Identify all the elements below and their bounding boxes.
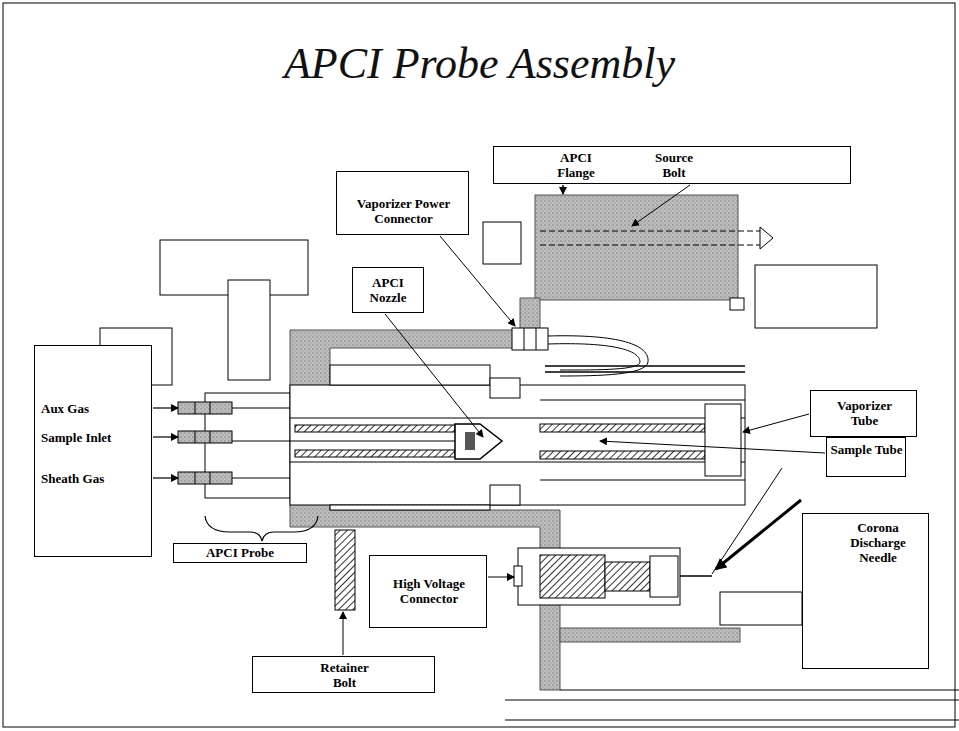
illustration-part	[730, 298, 744, 310]
illustration-part	[680, 575, 712, 577]
illustration-part	[560, 690, 959, 691]
illustration-part	[210, 402, 211, 414]
part-label: Vaporizer Power Connector	[341, 196, 466, 226]
illustration-part	[153, 436, 178, 437]
illustration-part	[540, 424, 705, 432]
part-label: Sample Inlet	[41, 430, 149, 445]
illustration-part	[153, 407, 178, 408]
illustration-part	[205, 516, 318, 541]
part-label: APCI Nozzle	[355, 275, 421, 305]
connector-label-box: Vaporizer Power Connector	[336, 171, 469, 235]
illustration-part	[560, 628, 740, 642]
illustration-part	[490, 378, 520, 398]
illustration-part	[178, 402, 232, 414]
illustration-part	[535, 195, 738, 300]
illustration-part	[488, 577, 514, 578]
illustration-part	[295, 425, 455, 432]
illustration-part	[705, 404, 741, 476]
illustration-part	[335, 530, 355, 610]
illustration-part	[548, 336, 648, 376]
illustration-part	[518, 548, 680, 605]
retainer-bolt-label-box: Retainer Bolt	[252, 656, 435, 693]
hv-connector-label-box: High Voltage Connector	[369, 555, 487, 628]
vaporizer-tube-label-box: Vaporizer Tube	[810, 390, 917, 437]
illustration-part	[536, 328, 537, 350]
part-label: Aux Gas	[41, 401, 149, 416]
illustration-part	[343, 612, 344, 655]
part-label: Corona Discharge Needle	[833, 520, 923, 565]
flange-label-box: APCI Flange Source Bolt	[493, 146, 851, 184]
nozzle-label-box: APCI Nozzle	[352, 267, 424, 313]
illustration-part	[716, 500, 801, 569]
illustration-part	[195, 431, 196, 443]
illustration-part	[228, 280, 270, 380]
illustration-part	[232, 408, 290, 409]
illustration-part	[178, 472, 232, 484]
illustration-part	[440, 236, 515, 326]
illustration-part	[483, 222, 521, 264]
diagram-title: APCI Probe Assembly	[0, 38, 959, 90]
illustration-part	[548, 344, 640, 370]
illustration-part	[232, 478, 290, 479]
illustration-part	[712, 468, 782, 574]
illustration-part	[755, 265, 877, 328]
probe-label-box: APCI Probe	[173, 543, 307, 563]
illustration-part	[512, 328, 548, 350]
illustration-part	[290, 462, 745, 463]
illustration-part	[540, 231, 760, 232]
part-label: APCI Flange	[546, 150, 606, 180]
illustration-part	[605, 562, 650, 591]
gas-inlet-label-box: Aux GasSample InletSheath Gas	[34, 345, 152, 557]
illustration-part	[514, 566, 522, 586]
illustration-part	[330, 505, 490, 510]
illustration-part	[455, 424, 502, 459]
part-label: Vaporizer Tube	[827, 398, 902, 428]
illustration-part	[290, 418, 745, 419]
illustration-part	[562, 185, 564, 194]
part-label: Source Bolt	[644, 150, 704, 180]
illustration-part	[3, 3, 955, 727]
illustration-part	[540, 451, 705, 459]
illustration-part	[540, 480, 745, 481]
part-label: APCI Probe	[176, 545, 304, 560]
illustration-part	[153, 477, 178, 478]
illustration-part	[545, 371, 745, 373]
sample-tube-label-box: Sample Tube	[826, 437, 906, 477]
illustration-part	[600, 441, 825, 453]
illustration-part	[760, 227, 773, 249]
illustration-part	[330, 365, 490, 385]
illustration-part	[385, 314, 483, 437]
illustration-part	[632, 185, 690, 226]
illustration-part	[195, 472, 196, 484]
illustration-part	[178, 431, 232, 443]
illustration-part	[490, 485, 520, 505]
illustration-part	[505, 700, 959, 701]
needle-label-box: Corona Discharge Needle	[802, 513, 929, 669]
illustration-part	[743, 414, 809, 432]
illustration-part	[210, 472, 211, 484]
illustration-part	[195, 402, 196, 414]
part-label: High Voltage Connector	[374, 576, 484, 606]
illustration-part	[540, 245, 760, 246]
illustration-part	[540, 555, 605, 598]
illustration-part	[210, 431, 211, 443]
part-label: Sheath Gas	[41, 471, 149, 486]
illustration-part	[505, 720, 959, 721]
illustration-part	[295, 450, 455, 457]
part-label: Sample Tube	[830, 442, 903, 457]
illustration-part	[232, 441, 455, 442]
illustration-part	[524, 328, 525, 350]
illustration-part	[650, 556, 678, 597]
illustration-part	[540, 400, 745, 401]
part-label: Retainer Bolt	[311, 660, 378, 690]
illustration-part	[720, 592, 802, 625]
illustration-part	[465, 432, 475, 450]
